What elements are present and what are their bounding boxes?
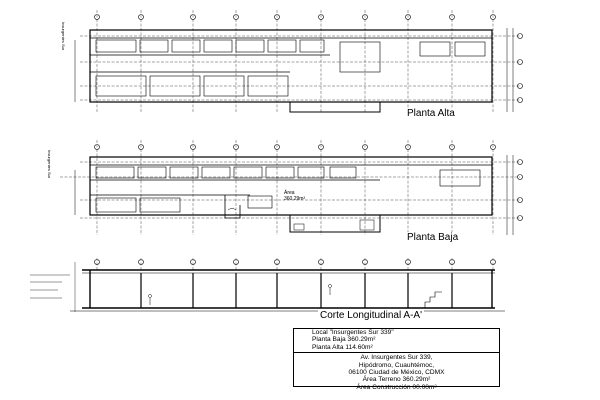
planta-alta-plan [74,10,523,113]
info-address-2: Hipódromo, Cuauhtémoc, [358,361,435,369]
corte-longitudinal-section [30,258,505,312]
info-planta-baja: Planta Baja 360.29m² [312,336,376,344]
planta-baja-area-note: Área 360.29m² [284,190,305,202]
planta-alta-title: Planta Alta [405,108,457,119]
planta-baja-plan [60,140,523,235]
area-value: 360.29m² [284,196,306,202]
info-divider [294,352,499,354]
corte-longitudinal-title: Corte Longitudinal A-A' [318,310,424,321]
info-planta-alta: Planta Alta 114.60m² [312,343,373,351]
planta-baja-street-label: Insurgentes Sur [47,150,52,179]
area-label: Área [284,190,295,196]
info-area-construccion: Área Construcción 00.00m² [356,383,437,391]
planta-baja-title: Planta Baja [405,232,461,243]
info-address-3: 06100 Ciudad de México, CDMX [348,369,445,377]
project-info-box: Local "Insurgentes Sur 339" Planta Baja … [293,328,500,391]
info-area-terreno: Área Terreno 360.29m² [362,376,431,384]
info-title: Local "Insurgentes Sur 339" [312,329,394,336]
info-address-1: Av. Insurgentes Sur 339, [360,354,433,362]
planta-alta-street-label: Insurgentes Sur [61,22,66,51]
